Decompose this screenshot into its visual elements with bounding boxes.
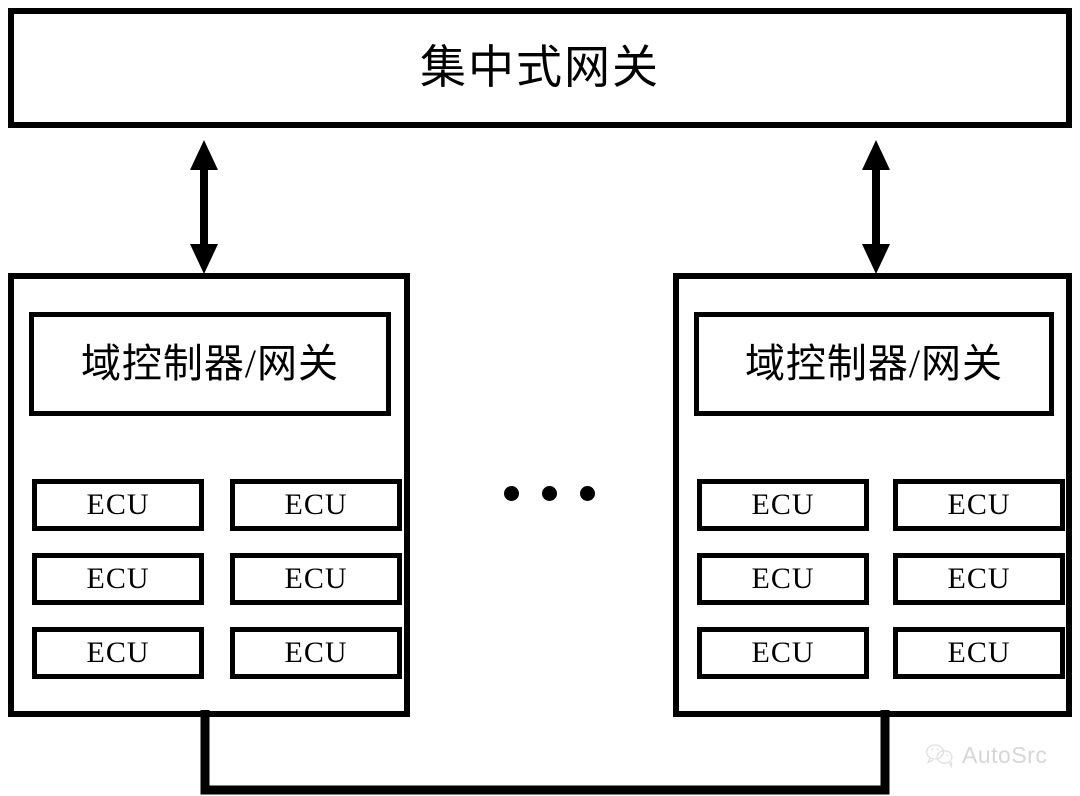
ecu-label: ECU xyxy=(284,488,348,521)
domain-group-right: 域控制器/网关 ECU ECU ECU ECU ECU ECU xyxy=(673,273,1072,717)
watermark: AutoSrc xyxy=(925,742,1047,769)
bottom-shared-bus xyxy=(200,710,890,795)
ecu-label: ECU xyxy=(86,636,150,669)
ecu-left-3: ECU xyxy=(32,553,204,605)
ecu-label: ECU xyxy=(947,562,1011,595)
right-connector-arrow-icon xyxy=(862,140,890,274)
ecu-right-5: ECU xyxy=(697,627,869,679)
ellipsis-dot xyxy=(542,486,557,501)
ellipsis-dot xyxy=(580,486,595,501)
ecu-label: ECU xyxy=(751,562,815,595)
ellipsis-dot xyxy=(504,486,519,501)
watermark-text: AutoSrc xyxy=(962,742,1048,768)
ecu-right-4: ECU xyxy=(893,553,1065,605)
ecu-left-4: ECU xyxy=(230,553,402,605)
wechat-icon xyxy=(925,744,953,768)
ecu-label: ECU xyxy=(751,636,815,669)
ecu-left-1: ECU xyxy=(32,479,204,531)
domain-controller-left: 域控制器/网关 xyxy=(29,312,391,416)
ecu-label: ECU xyxy=(284,562,348,595)
domain-controller-right: 域控制器/网关 xyxy=(694,312,1054,416)
ecu-right-1: ECU xyxy=(697,479,869,531)
ecu-label: ECU xyxy=(751,488,815,521)
left-connector-arrow-icon xyxy=(190,140,218,274)
ecu-label: ECU xyxy=(86,488,150,521)
ecu-left-2: ECU xyxy=(230,479,402,531)
ecu-right-2: ECU xyxy=(893,479,1065,531)
ellipsis-indicator xyxy=(504,486,595,501)
ecu-right-6: ECU xyxy=(893,627,1065,679)
ecu-label: ECU xyxy=(947,488,1011,521)
centralized-gateway-label: 集中式网关 xyxy=(420,42,660,93)
centralized-gateway-box: 集中式网关 xyxy=(8,8,1072,128)
ecu-left-5: ECU xyxy=(32,627,204,679)
ecu-label: ECU xyxy=(284,636,348,669)
ecu-label: ECU xyxy=(86,562,150,595)
domain-controller-right-label: 域控制器/网关 xyxy=(744,341,1004,386)
ecu-left-6: ECU xyxy=(230,627,402,679)
ecu-label: ECU xyxy=(947,636,1011,669)
ecu-right-3: ECU xyxy=(697,553,869,605)
domain-group-left: 域控制器/网关 ECU ECU ECU ECU ECU ECU xyxy=(8,273,410,717)
domain-controller-left-label: 域控制器/网关 xyxy=(80,341,340,386)
